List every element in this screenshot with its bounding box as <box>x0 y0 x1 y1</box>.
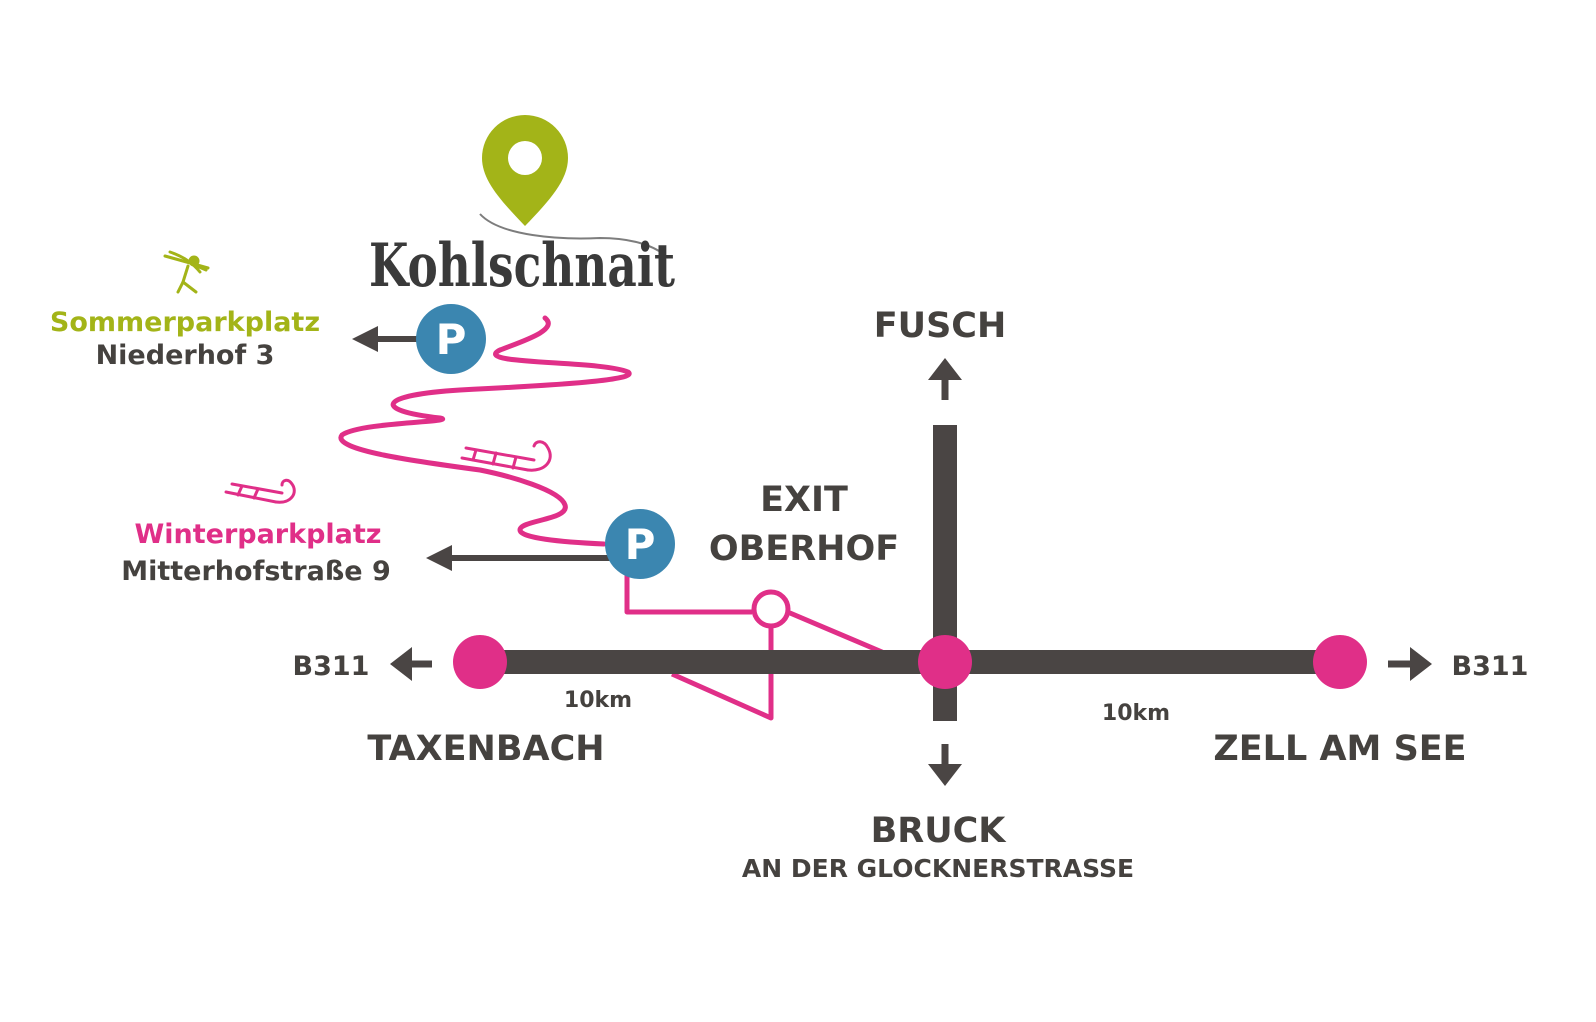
archery-icon <box>163 250 210 294</box>
svg-text:P: P <box>436 315 467 364</box>
exit-marker <box>751 589 791 629</box>
exit-name: OBERHOF <box>709 529 899 569</box>
brand-swoosh <box>479 213 669 259</box>
junction-dot <box>918 635 972 689</box>
winter-parking-marker: P <box>605 509 675 579</box>
summer-parking-title: Sommerparkplatz <box>50 307 320 338</box>
south-arrow-icon <box>928 744 962 786</box>
winter-parking-address: Mitterhofstraße 9 <box>121 556 391 587</box>
summer-parking-address: Niederhof 3 <box>96 340 275 371</box>
north-arrow-icon <box>928 358 962 400</box>
east-destination: ZELL AM SEE <box>1213 729 1466 769</box>
main-road-b311 <box>480 650 1340 674</box>
west-distance: 10km <box>564 688 632 713</box>
svg-text:P: P <box>625 520 656 569</box>
winter-parking-title: Winterparkplatz <box>134 519 381 550</box>
east-road-label: B311 <box>1452 651 1529 682</box>
summer-parking-arrow-icon <box>352 326 420 352</box>
zell-am-see-dot <box>1313 635 1367 689</box>
west-arrow-icon <box>390 647 432 681</box>
south-destination-subtitle: AN DER GLOCKNERSTRASSE <box>742 854 1134 883</box>
sled-icon <box>224 478 296 504</box>
east-distance: 10km <box>1102 701 1170 726</box>
west-road-label: B311 <box>293 651 370 682</box>
ramp-route <box>787 610 885 655</box>
winter-parking-arrow-icon <box>426 545 610 571</box>
exit-label: EXIT <box>760 480 848 520</box>
south-destination: BRUCK <box>871 811 1008 851</box>
sled-icon <box>460 440 552 472</box>
west-destination: TAXENBACH <box>367 729 604 769</box>
map-pin-icon <box>482 115 568 226</box>
east-arrow-icon <box>1388 647 1432 681</box>
summer-parking-marker: P <box>416 304 486 374</box>
sled-run <box>338 315 632 547</box>
north-destination: FUSCH <box>874 306 1007 346</box>
taxenbach-dot <box>453 635 507 689</box>
access-route <box>624 575 752 615</box>
brand-name: Kohlschnait <box>369 231 675 301</box>
